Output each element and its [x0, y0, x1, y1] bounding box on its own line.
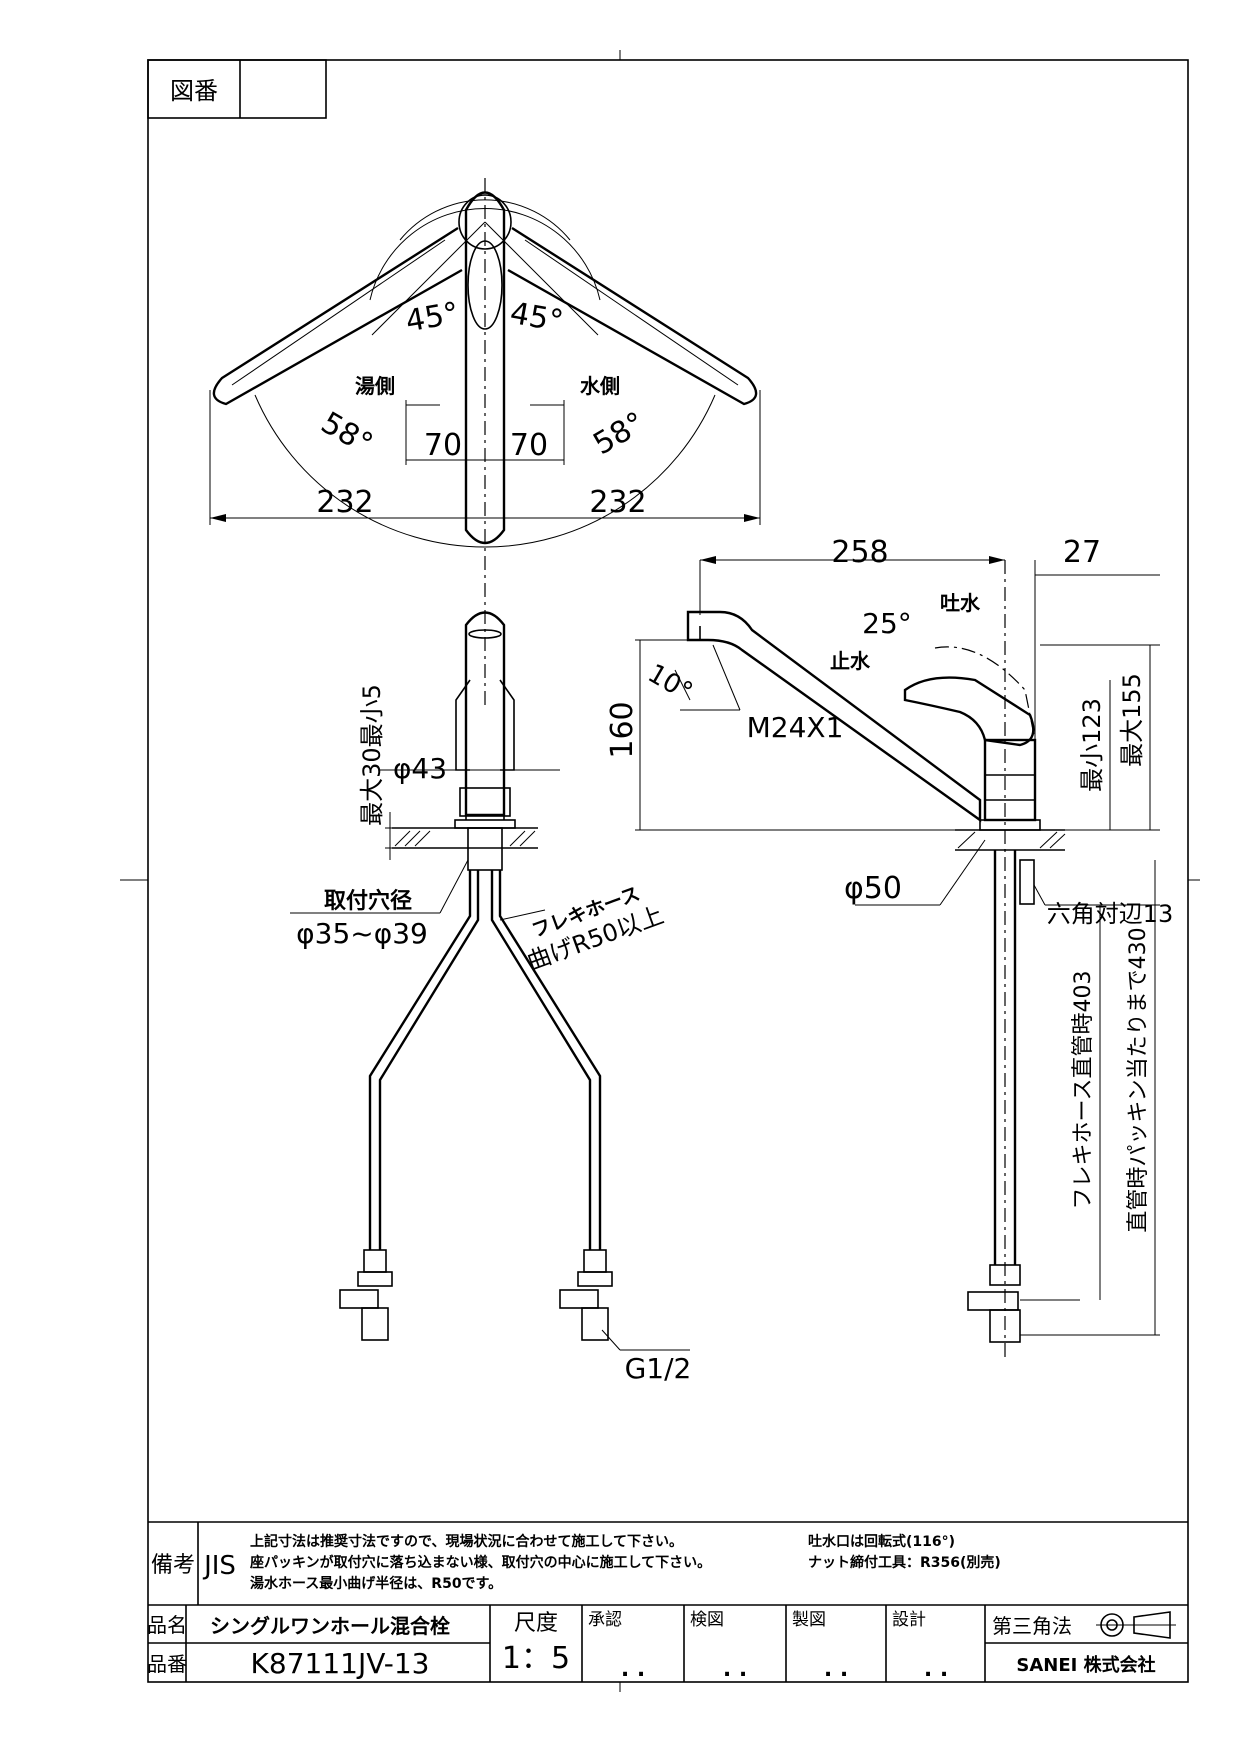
offset-right: 70: [510, 428, 548, 463]
note-line-3: 湯水ホース最小曲げ半径は、R50です。: [250, 1575, 502, 1592]
product-name-label: 品名: [147, 1613, 187, 1637]
design-label: 設計: [892, 1610, 926, 1630]
hose-straight: フレキホース直管時403: [1071, 971, 1096, 1210]
drafting-label: 製図: [792, 1610, 826, 1630]
min-height: 最小123: [1078, 698, 1106, 792]
product-name: シングルワンホール混合栓: [210, 1614, 450, 1638]
third-angle-projection-icon: [1096, 1611, 1176, 1639]
drawing-number-box: 図番: [147, 59, 327, 119]
design-dots: . .: [924, 1657, 948, 1682]
handle-offset: 27: [1063, 535, 1101, 570]
sheet-border: [147, 59, 1189, 1683]
nozzle-angle: 10°: [643, 659, 698, 708]
hot-side-label: 湯側: [355, 374, 395, 398]
hose-to-packing: 直管時パッキン当たりまで430: [1126, 927, 1151, 1232]
notes-label: 備考: [151, 1553, 195, 1578]
drafting-dots: . .: [824, 1657, 848, 1682]
company-name: SANEI 株式会社: [1016, 1654, 1155, 1676]
note-line-2: 座パッキンが取付穴に落ち込まない様、取付穴の中心に施工して下さい。: [250, 1554, 711, 1571]
reach-right: 232: [589, 485, 646, 520]
mount-hole-title: 取付穴径: [324, 888, 412, 914]
thread-label: G1/2: [625, 1352, 692, 1385]
side-view: 258 27 25° 吐水 止水 10° M24X1 160 最小123 最大1…: [605, 535, 1173, 1360]
inspection-label: 検図: [690, 1610, 724, 1630]
nozzle-thread: M24X1: [747, 711, 844, 744]
inspection-dots: . .: [723, 1657, 747, 1682]
spout-water-label: 吐水: [940, 591, 981, 615]
note-line-1: 上記寸法は推奨寸法ですので、現場状況に合わせて施工して下さい。: [250, 1533, 683, 1550]
reach-left: 232: [316, 485, 373, 520]
cold-side-label: 水側: [580, 374, 620, 398]
scale-label: 尺度: [514, 1611, 558, 1636]
angle-left-inner: 45°: [403, 296, 461, 340]
spout-length: 258: [831, 535, 888, 570]
angle-left-outer: 58°: [315, 405, 379, 462]
note-right-2: ナット締付工具：R356(別売): [808, 1554, 1001, 1571]
base-diameter: φ50: [844, 871, 902, 906]
angle-right-inner: 45°: [507, 296, 565, 340]
product-number: K87111JV-13: [251, 1647, 430, 1680]
note-right-1: 吐水口は回転式(116°): [808, 1533, 955, 1550]
angle-right-outer: 58°: [587, 405, 651, 462]
deck-thickness-label: 最大30最小5: [358, 684, 386, 826]
projection-label: 第三角法: [992, 1614, 1072, 1638]
scale-value: 1：5: [502, 1641, 570, 1676]
notes-block: 備考 JIS 上記寸法は推奨寸法ですので、現場状況に合わせて施工して下さい。 座…: [148, 1521, 1188, 1605]
approval-dots: . .: [621, 1657, 645, 1682]
offset-left: 70: [424, 428, 462, 463]
spout-height: 160: [605, 701, 640, 758]
approval-label: 承認: [588, 1610, 622, 1630]
handle-angle: 25°: [862, 607, 912, 640]
max-height: 最大155: [1118, 673, 1146, 767]
drawing-number-label: 図番: [170, 77, 218, 105]
stop-water-label: 止水: [830, 649, 871, 673]
product-number-label: 品番: [147, 1652, 187, 1676]
title-block: 品名 シングルワンホール混合栓 品番 K87111JV-13 尺度 1：5 承認…: [147, 1604, 1188, 1682]
body-diameter: φ43: [393, 752, 447, 785]
mount-hole-range: φ35~φ39: [296, 917, 428, 950]
jis-label: JIS: [202, 1551, 236, 1581]
hex-label: 六角対辺13: [1047, 900, 1174, 928]
